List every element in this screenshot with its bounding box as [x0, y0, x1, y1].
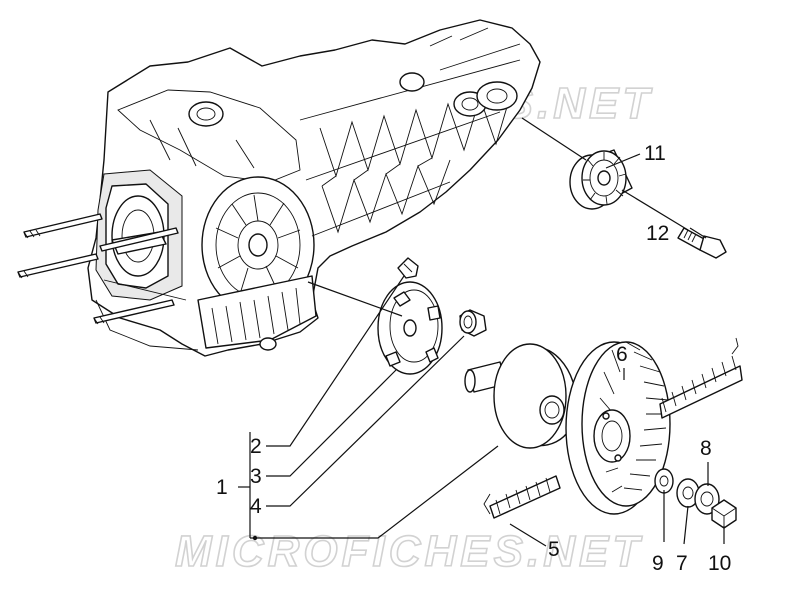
drive-half-pulley-drawing: [464, 343, 577, 449]
callout-labels: 1 2 3 4 5 6 7 8 9 10 11 12: [216, 142, 731, 575]
drive-belt-drawing: [483, 337, 743, 519]
variator-clip-drawing: [397, 257, 419, 279]
callout-6: 6: [616, 343, 628, 366]
callout-12: 12: [646, 222, 669, 245]
callout-5: 5: [548, 538, 560, 561]
callout-11: 11: [644, 142, 666, 165]
callout-8: 8: [700, 437, 712, 460]
stud-bolts: [17, 213, 179, 325]
ramp-plate-drawing: [377, 281, 443, 375]
callout-4: 4: [250, 495, 262, 518]
crankcase-drawing: [87, 19, 541, 357]
callout-1: 1: [216, 476, 228, 499]
callout-3: 3: [250, 465, 262, 488]
bushing-drawing: [459, 309, 487, 337]
idler-roller-drawing: [569, 149, 633, 210]
callout-9: 9: [652, 552, 664, 575]
leader-lines: [238, 117, 725, 547]
idler-bolt-drawing: [677, 227, 727, 259]
callout-7: 7: [676, 552, 688, 575]
callout-10: 10: [708, 552, 731, 575]
watermark-bottom: MICROFICHES.NET: [175, 527, 643, 576]
callout-2: 2: [250, 435, 262, 458]
fan-half-pulley-drawing: [565, 341, 671, 515]
washer-stack-drawing: [654, 468, 737, 529]
